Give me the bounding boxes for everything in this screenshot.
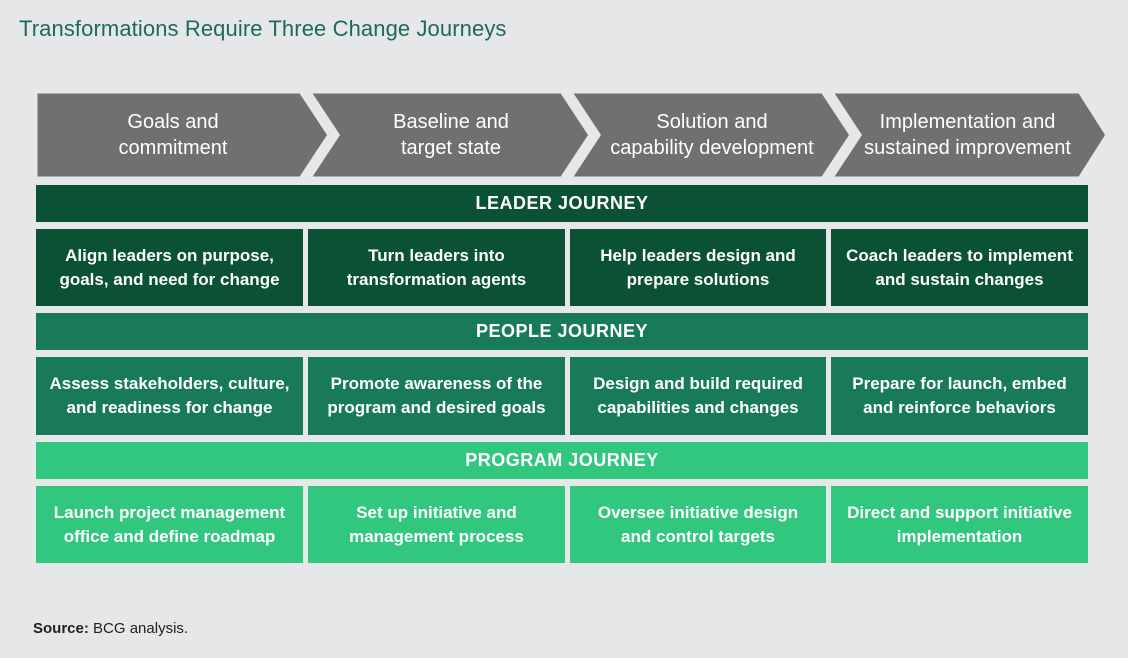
cell-line: Assess stakeholders, culture, — [49, 374, 290, 393]
leader-cell-3: Help leaders design and prepare solutions — [570, 229, 826, 306]
cell-line: transformation agents — [346, 269, 527, 289]
leader-cell-4: Coach leaders to implement and sustain ch… — [831, 229, 1088, 306]
cell-line: management process — [349, 526, 524, 546]
people-cell-4: Prepare for launch, embed and reinforce b… — [831, 357, 1088, 435]
cell-line: capabilities and changes — [597, 398, 799, 417]
phase-4-line2: sustained improvement — [864, 137, 1071, 159]
cell-line: Launch project management — [53, 502, 286, 522]
phase-chevron-3 — [566, 91, 855, 179]
cell-line: and reinforce behaviors — [863, 398, 1056, 417]
phase-label-4: Implementation and sustained improvement — [847, 91, 1088, 179]
phase-chevron-4 — [827, 91, 1110, 179]
phase-1-line1: Goals and — [127, 111, 219, 133]
program-cell-2: Set up initiative and management process — [308, 486, 565, 563]
people-cell-2: Promote awareness of the program and desi… — [308, 357, 565, 435]
people-journey-band: PEOPLE JOURNEY — [36, 313, 1088, 350]
phase-chevron-row: Goals and commitment Baseline and target s… — [35, 91, 1110, 179]
cell-line: and sustain changes — [875, 269, 1044, 289]
phase-chevron-2 — [305, 91, 594, 179]
cell-line: Design and build required — [593, 374, 803, 393]
cell-line: and control targets — [621, 526, 775, 546]
phase-2-line2: target state — [400, 137, 502, 159]
source-text: BCG analysis. — [93, 620, 189, 637]
cell-line: and readiness for change — [66, 398, 273, 417]
leader-journey-band: LEADER JOURNEY — [36, 185, 1088, 222]
cell-line: office and define roadmap — [63, 526, 276, 546]
program-journey-band: PROGRAM JOURNEY — [36, 442, 1088, 479]
phase-label-2: Baseline and target state — [325, 91, 577, 179]
chevron-arrows — [35, 91, 1110, 179]
cell-line: Promote awareness of the — [330, 374, 543, 393]
people-cell-1: Assess stakeholders, culture, and readine… — [36, 357, 303, 435]
cell-line: goals, and need for change — [59, 269, 280, 289]
cell-line: Direct and support initiative — [847, 502, 1072, 522]
phase-3-line1: Solution and — [656, 111, 768, 133]
leader-cell-2: Turn leaders into transformation agents — [308, 229, 565, 306]
phase-1-line2: commitment — [118, 137, 228, 159]
leader-cell-1: Align leaders on purpose, goals, and need… — [36, 229, 303, 306]
cell-line: Set up initiative and — [356, 502, 517, 522]
phase-chevron-1 — [35, 91, 333, 179]
phase-3-line2: capability development — [610, 137, 814, 159]
page-title: Transformations Require Three Change Jou… — [19, 16, 507, 41]
people-cell-3: Design and build required capabilities an… — [570, 357, 826, 435]
cell-line: Oversee initiative design — [597, 502, 799, 522]
cell-line: program and desired goals — [327, 398, 546, 417]
phase-4-line1: Implementation and — [879, 111, 1056, 133]
source-note: Source: BCG analysis. — [33, 620, 188, 637]
cell-line: Prepare for launch, embed — [852, 374, 1067, 393]
cell-line: Help leaders design and — [600, 245, 796, 265]
phase-label-1: Goals and commitment — [35, 91, 311, 179]
source-label: Source: — [33, 620, 89, 637]
program-cell-1: Launch project management office and defi… — [36, 486, 303, 563]
phase-label-3: Solution and capability development — [586, 91, 838, 179]
cell-line: prepare solutions — [626, 269, 770, 289]
cell-line: Turn leaders into — [368, 245, 505, 265]
cell-line: Align leaders on purpose, — [65, 245, 274, 265]
program-cell-3: Oversee initiative design and control tar… — [570, 486, 826, 563]
cell-line: implementation — [896, 526, 1023, 546]
cell-line: Coach leaders to implement — [846, 245, 1073, 265]
phase-2-line1: Baseline and — [393, 111, 509, 133]
program-cell-4: Direct and support initiative implementat… — [831, 486, 1088, 563]
